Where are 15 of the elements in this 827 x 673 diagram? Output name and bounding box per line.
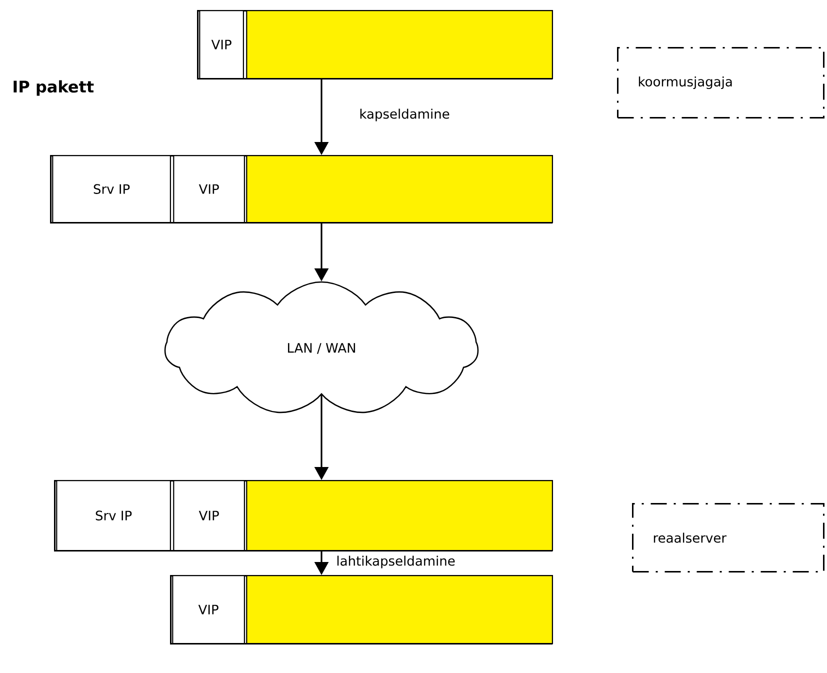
packet-caption: IP pakett (14, 80, 94, 96)
header-field: VIP (173, 480, 245, 552)
payload-field (246, 480, 553, 552)
header-field: Srv IP (52, 155, 171, 224)
header-field: VIP (199, 10, 244, 80)
header-field: VIP (173, 155, 245, 224)
payload-field (246, 155, 553, 224)
role-box: koormusjagaja (617, 47, 824, 118)
network-cloud: LAN / WAN (164, 281, 479, 414)
header-field: Srv IP (56, 480, 171, 552)
role-box: reaalserver (632, 503, 824, 572)
edge-label: kapseldamine (360, 108, 450, 122)
payload-field (246, 575, 553, 644)
edge-label: lahtikapseldamine (337, 556, 455, 568)
header-field: VIP (172, 575, 245, 644)
